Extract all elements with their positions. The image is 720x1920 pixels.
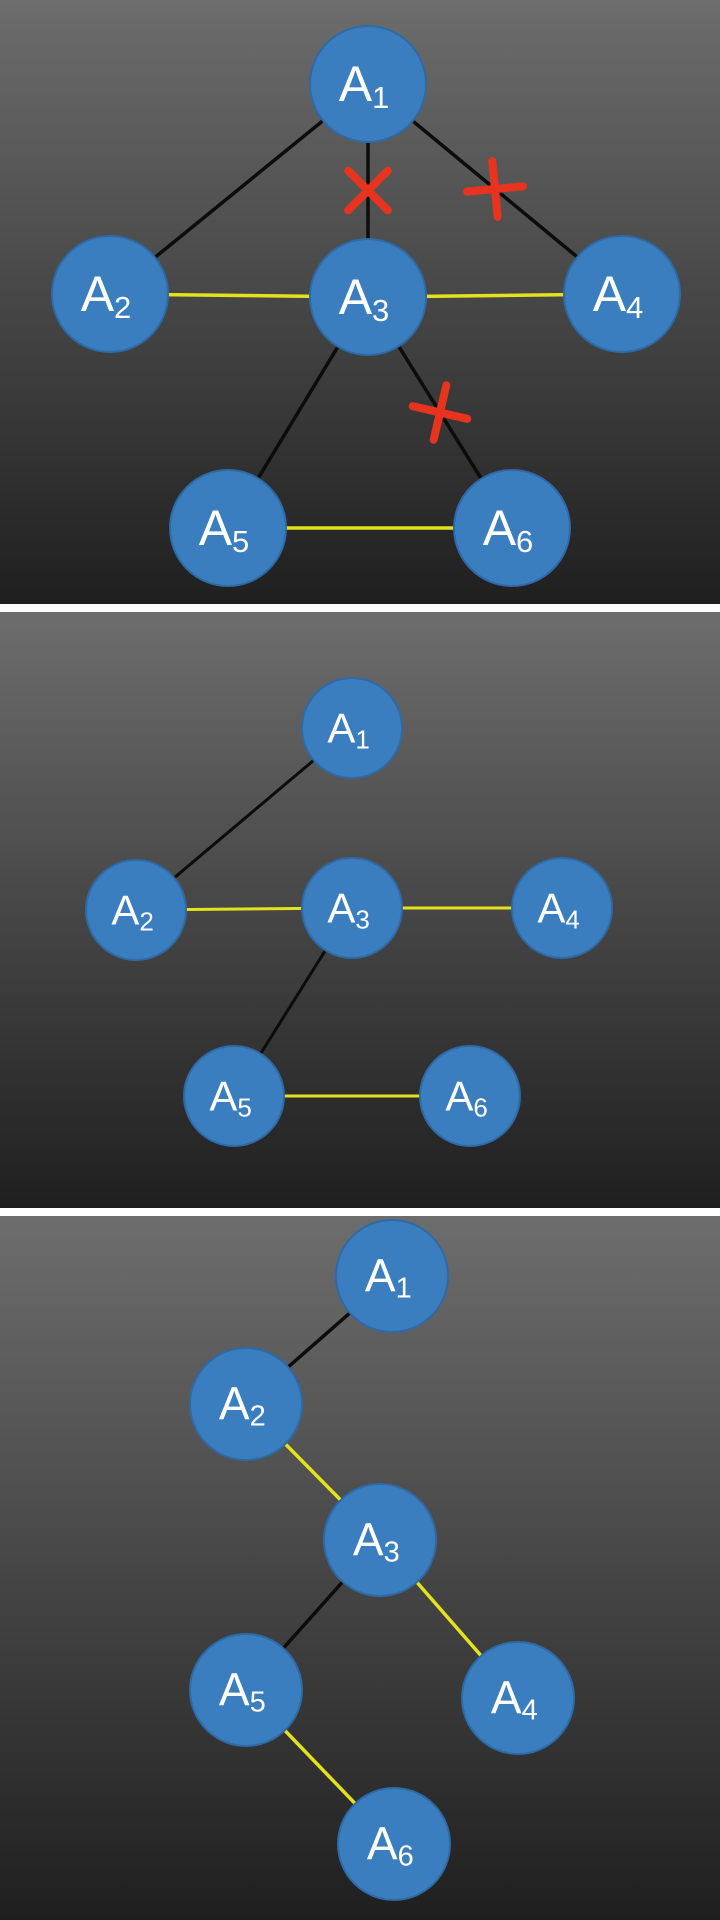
node-a1: A1: [301, 677, 403, 779]
node-label: A1: [339, 56, 390, 115]
node-a3: A3: [323, 1483, 437, 1597]
node-a5: A5: [169, 469, 287, 587]
node-a1: A1: [335, 1219, 449, 1333]
node-label: A6: [445, 1072, 487, 1122]
node-a4: A4: [461, 1641, 575, 1755]
node-label: A2: [81, 266, 132, 325]
node-label: A2: [219, 1378, 266, 1433]
node-a3: A3: [309, 238, 427, 356]
removed-edge-cross-icon: [408, 381, 472, 444]
removed-edge-cross-icon: [463, 157, 527, 221]
node-a5: A5: [189, 1633, 303, 1747]
node-a2: A2: [85, 859, 187, 961]
node-a6: A6: [419, 1045, 521, 1147]
node-a6: A6: [453, 469, 571, 587]
node-a4: A4: [511, 857, 613, 959]
node-label: A5: [209, 1072, 251, 1122]
removed-edge-cross-icon: [344, 166, 392, 215]
node-label: A4: [491, 1672, 538, 1727]
node-label: A6: [483, 500, 534, 559]
node-label: A3: [353, 1514, 400, 1569]
node-label: A5: [219, 1664, 266, 1719]
node-a5: A5: [183, 1045, 285, 1147]
node-a2: A2: [189, 1347, 303, 1461]
node-a3: A3: [301, 857, 403, 959]
node-label: A4: [537, 884, 579, 934]
node-a4: A4: [563, 235, 681, 353]
node-label: A1: [365, 1250, 412, 1305]
node-a6: A6: [337, 1787, 451, 1901]
node-a2: A2: [51, 235, 169, 353]
node-label: A6: [367, 1818, 414, 1873]
node-label: A2: [111, 886, 153, 936]
node-label: A5: [199, 500, 250, 559]
node-label: A4: [593, 266, 644, 325]
node-a1: A1: [309, 25, 427, 143]
node-label: A1: [327, 704, 369, 754]
node-label: A3: [339, 269, 390, 328]
node-label: A3: [327, 884, 369, 934]
